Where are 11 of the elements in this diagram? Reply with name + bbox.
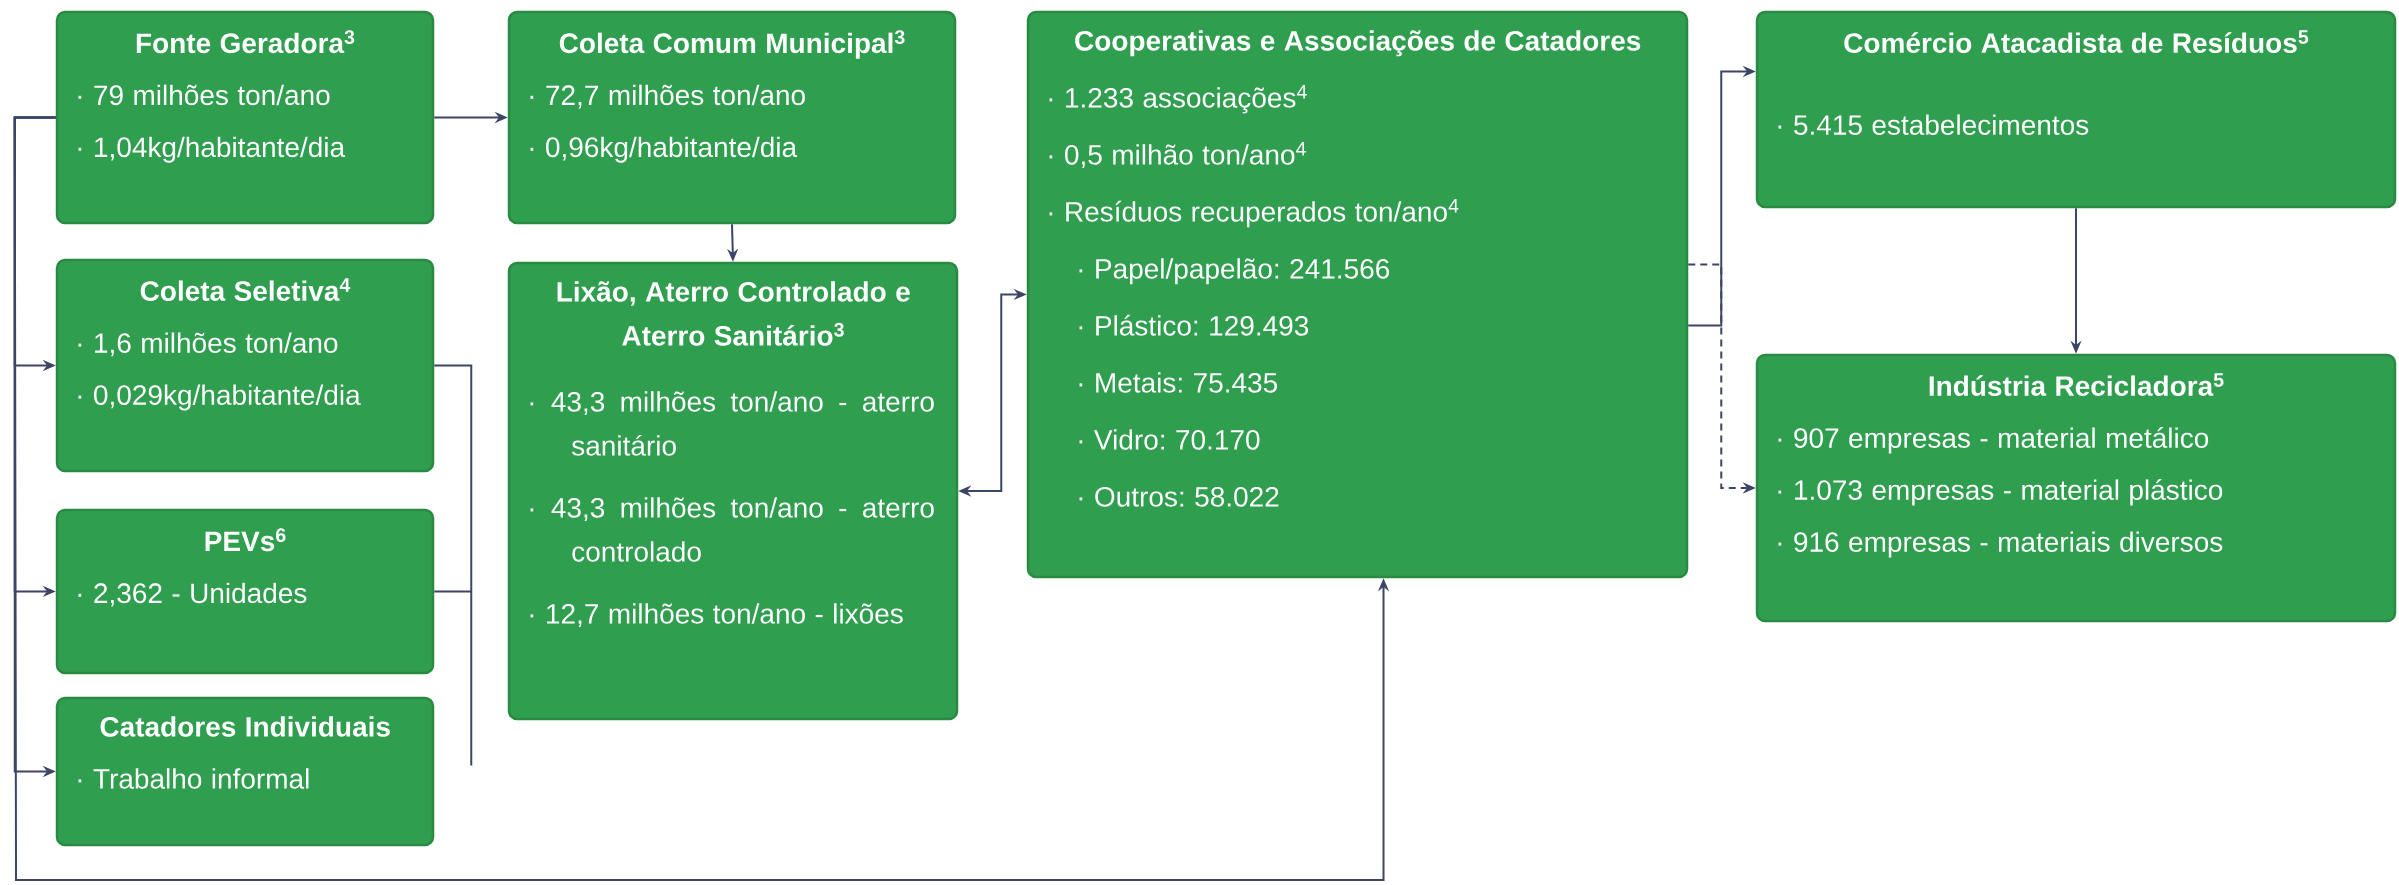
connector-line: [433, 590, 473, 593]
process-box: Fonte Geradora$^{3}$ · 79 milhões ton/ano · 1,04kg/habitante/dia: [55, 10, 435, 225]
process-box: Indústria Recicladora$^{5}$ · 907 empresas - material metálico · 1.073 empresas - material plástico · 916 empresas - materiais diversos: [1755, 353, 2397, 623]
process-box: Catadores Individuais · Trabalho informal: [55, 696, 435, 847]
process-box: Coleta Seletiva$^{4}$ · 1,6 milhões ton/ano · 0,029kg/habitante/dia: [55, 258, 435, 473]
process-box: Lixão, Aterro Controlado e Aterro Sanitário$^{3}$ · 43,3 milhões ton/ano - aterro sanitário · 43,3 milhões ton/ano - aterro controlado · 12,7 milhões ton/ano - lixões: [507, 261, 959, 721]
process-box: PEVs$^{6}$ · 2,362 - Unidades: [55, 508, 435, 675]
connector-line: [433, 364, 473, 767]
process-box: Cooperativas e Associações de Catadores · 1.233 associações$^{4}$ · 0,5 milhão ton/ano$^{4}$ · Resíduos recuperados ton/ano$^{4}$ · Papel/papelão: 241.566 · Plástico: 129.493 · Metais: 75.435 · Vidro: 70.170 · Outros: 58.022: [1026, 10, 1689, 579]
process-box: Comércio Atacadista de Resíduos$^{5}$ · 5.415 estabelecimentos: [1755, 10, 2397, 209]
process-box: Coleta Comum Municipal$^{3}$ · 72,7 milhões ton/ano · 0,96kg/habitante/dia: [507, 10, 957, 225]
